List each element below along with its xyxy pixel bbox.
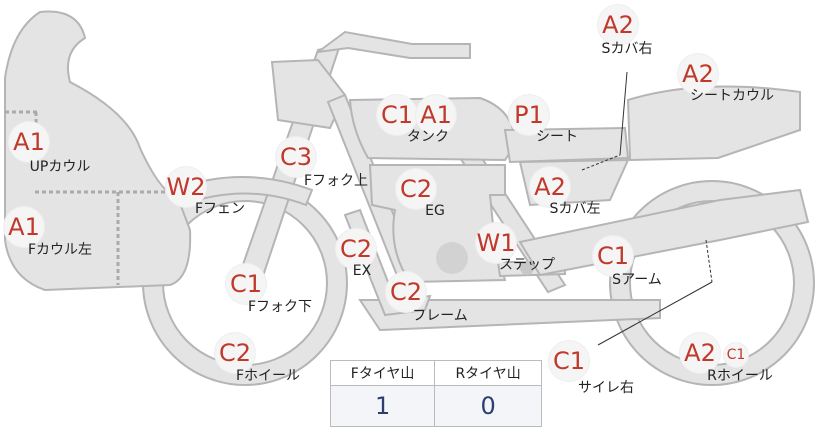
step-damage-badge: W1 <box>476 223 516 263</box>
s-arm-damage-badge: C1 <box>593 236 633 276</box>
handlebar-shape <box>317 30 471 59</box>
seat-cowl-damage-badge: A2 <box>678 54 718 94</box>
tank-damage-badge: A1 <box>416 95 456 135</box>
r-wheel-label: Rホイール <box>707 368 773 384</box>
ex-label: EX <box>352 263 372 279</box>
f-cowl-left-damage-badge: A1 <box>4 207 44 247</box>
rear-tire-header: Rタイヤ山 <box>434 360 542 386</box>
s-cover-left-label: Sカバ左 <box>549 201 601 217</box>
f-wheel-damage-badge: C2 <box>215 333 255 373</box>
front-tire-value: 1 <box>329 385 436 427</box>
frame-label: フレーム <box>412 308 468 324</box>
leader-line-s-cover-right <box>619 71 628 156</box>
s-cover-right-damage-badge: A2 <box>598 5 638 45</box>
seat-label: シート <box>536 129 578 145</box>
f-fork-upper-label: Fフォク上 <box>303 173 369 189</box>
s-arm-label: Sアーム <box>612 272 662 288</box>
front-cowl-shape <box>4 10 192 292</box>
frame-damage-badge: C2 <box>386 272 426 312</box>
leader-line-silencer <box>597 281 713 346</box>
f-cowl-left-label: Fカウル左 <box>27 242 93 258</box>
front-tire-header: Fタイヤ山 <box>329 360 436 386</box>
s-cover-left-damage-badge: A2 <box>530 167 570 207</box>
seat-cowl-label: シートカウル <box>690 88 774 104</box>
seat-damage-badge: P1 <box>509 95 549 135</box>
silencer-right-damage-badge: C1 <box>549 341 589 381</box>
rear-tire-value: 0 <box>434 385 542 427</box>
f-fork-lower-label: Fフォク下 <box>247 299 313 315</box>
tire-tread-table: Fタイヤ山 Rタイヤ山 1 0 <box>329 360 542 427</box>
f-fork-upper-damage-badge: C3 <box>276 137 316 177</box>
eg-label: EG <box>425 203 445 219</box>
up-cowl-damage-badge: A1 <box>9 122 49 162</box>
eg-damage-badge: C2 <box>396 169 436 209</box>
front-fender-shape <box>176 176 314 207</box>
step-label: ステップ <box>499 257 555 273</box>
leader-line-s-arm <box>705 239 713 283</box>
ex-damage-badge: C2 <box>336 229 376 269</box>
swing-arm-shape <box>518 188 810 277</box>
s-cover-right-label: Sカバ右 <box>601 41 653 57</box>
seat-cowl-shape <box>626 85 801 162</box>
tank-damage-badge: C1 <box>377 95 417 135</box>
engine-cover-shape <box>436 242 468 274</box>
r-wheel-damage-badge: A2 <box>680 333 720 373</box>
f-fender-label: Fフェン <box>194 201 246 217</box>
f-fender-damage-badge: W2 <box>166 167 206 207</box>
silencer-right-label: サイレ右 <box>578 380 634 396</box>
f-wheel-label: Fホイール <box>235 368 301 384</box>
up-cowl-label: UPカウル <box>29 159 91 175</box>
r-wheel-damage-badge: C1 <box>724 343 748 367</box>
f-fork-lower-damage-badge: C1 <box>226 264 266 304</box>
frame-bottom-shape <box>358 299 661 332</box>
tank-label: タンク <box>407 129 449 145</box>
seat-shape <box>503 126 630 164</box>
